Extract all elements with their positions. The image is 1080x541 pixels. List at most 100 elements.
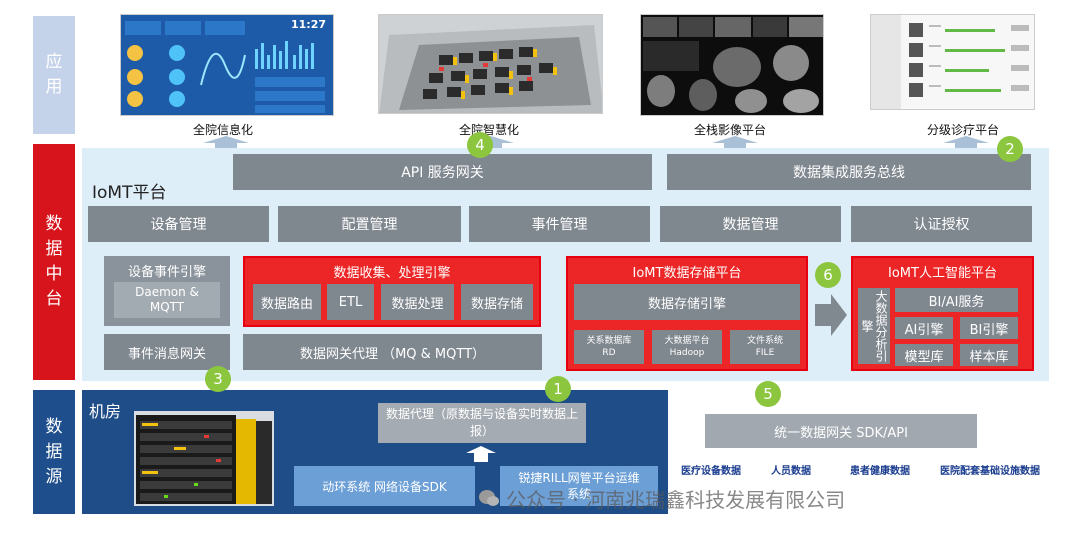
unified-gateway-box: 统一数据网关 SDK/API — [705, 414, 977, 448]
sample-library-label: 样本库 — [969, 349, 1009, 365]
rill-platform-label: 锐捷RILL网管平台运维 — [518, 471, 640, 485]
app-label-imaging: 全栈影像平台 — [693, 123, 766, 137]
event-message-gateway: 事件消息网关 — [104, 334, 230, 370]
rill-platform-label-2: 系统 — [566, 487, 591, 501]
up-arrow-4 — [943, 136, 989, 150]
mgmt-config: 配置管理 — [278, 206, 461, 242]
data-source-patient-label: 患者健康数据 — [850, 466, 910, 477]
small-up-arrow-icon — [466, 446, 496, 462]
imaging-graphic — [641, 15, 823, 115]
up-arrow-1 — [203, 136, 249, 150]
storage-file-l2: FILE — [755, 348, 775, 358]
storage-platform-title: IoMT数据存储平台 — [632, 266, 742, 281]
data-collect-title: 数据收集、处理引擎 — [333, 266, 451, 281]
tiered-care-graphic — [871, 15, 1034, 109]
up-arrow-3 — [712, 136, 758, 150]
storage-rd: 关系数据库 RD — [574, 330, 644, 364]
ai-platform-title: IoMT人工智能平台 — [888, 266, 997, 281]
imaging-thumbnail — [640, 14, 824, 116]
wechat-icon — [479, 490, 499, 506]
big-data-engine-box: 大数据分析引擎 — [858, 288, 890, 364]
mgmt-event-label: 事件管理 — [531, 217, 588, 233]
storage-file: 文件系统 FILE — [730, 330, 800, 364]
device-event-engine: 设备事件引擎 Daemon & MQTT — [104, 256, 230, 326]
band-label-source: 数据源 — [33, 390, 75, 514]
mgmt-config-label: 配置管理 — [341, 217, 398, 233]
collect-processing-label: 数据处理 — [391, 296, 444, 312]
bi-ai-service: BI/AI服务 — [895, 288, 1018, 312]
event-message-gateway-label: 事件消息网关 — [127, 346, 206, 362]
ai-engine: AI引擎 — [895, 317, 953, 339]
data-bus-box: 数据集成服务总线 — [667, 154, 1031, 190]
mgmt-data: 数据管理 — [660, 206, 841, 242]
datacenter-3d-thumbnail — [378, 14, 603, 114]
app-label-hospital-info: 全院信息化 — [192, 123, 253, 137]
storage-file-l1: 文件系统 — [746, 336, 783, 346]
iomt-ai-platform: IoMT人工智能平台 大数据分析引擎 BI/AI服务 AI引擎 BI引擎 模型库… — [851, 256, 1034, 371]
data-proxy-box: 数据代理（原数据与设备实时数据上报） — [378, 403, 586, 443]
machine-room-title: 机房 — [89, 402, 122, 421]
tiered-care-thumbnail — [870, 14, 1035, 110]
env-sdk-box: 动环系统 网络设备SDK — [294, 466, 475, 506]
storage-engine-label: 数据存储引擎 — [647, 296, 726, 312]
ai-engine-label: AI引擎 — [904, 322, 944, 338]
storage-hadoop-l2: Hadoop — [669, 348, 705, 358]
badge-3: 3 — [205, 366, 231, 392]
model-library: 模型库 — [895, 344, 953, 366]
bi-engine: BI引擎 — [960, 317, 1018, 339]
mgmt-event: 事件管理 — [469, 206, 650, 242]
watermark: 公众号 · 河南兆瑞鑫科技发展有限公司 — [478, 482, 1048, 514]
collect-storage: 数据存储 — [461, 284, 533, 320]
band-label-platform: 数据中台 — [33, 144, 75, 380]
data-source-personnel-label: 人员数据 — [771, 466, 811, 477]
server-rack-image — [134, 411, 274, 506]
data-collect-engine: 数据收集、处理引擎 数据路由 ETL 数据处理 数据存储 — [243, 256, 541, 327]
bi-engine-label: BI引擎 — [969, 322, 1009, 338]
device-event-engine-title: 设备事件引擎 — [127, 265, 206, 280]
model-library-label: 模型库 — [904, 349, 944, 365]
badge-4: 4 — [467, 132, 493, 158]
iomt-storage-platform: IoMT数据存储平台 数据存储引擎 关系数据库 RD 大数据平台 Hadoop … — [566, 256, 808, 371]
mgmt-device-label: 设备管理 — [150, 217, 207, 233]
data-source-infrastructure: 医院配套基础设施数据 — [922, 460, 1050, 477]
badge-6: 6 — [815, 262, 841, 288]
band-label-source-text: 数据源 — [45, 416, 63, 487]
collect-processing: 数据处理 — [381, 284, 454, 320]
data-source-infrastructure-label: 医院配套基础设施数据 — [940, 466, 1040, 477]
storage-engine-box: 数据存储引擎 — [574, 284, 800, 320]
data-source-personnel: 人员数据 — [753, 460, 821, 477]
datacenter-3d-graphic — [379, 15, 602, 113]
band-label-app-text: 应用 — [45, 52, 63, 97]
badge-5: 5 — [755, 381, 781, 407]
iomt-platform-title: IoMT平台 — [92, 183, 167, 203]
big-data-engine-label: 大数据分析引擎 — [860, 290, 888, 362]
mgmt-auth: 认证授权 — [851, 206, 1032, 242]
badge-2: 2 — [997, 136, 1023, 162]
data-bus-label: 数据集成服务总线 — [793, 165, 905, 181]
badge-1: 1 — [545, 376, 571, 402]
sample-library: 样本库 — [960, 344, 1018, 366]
data-source-patient: 患者健康数据 — [832, 460, 920, 477]
watermark-text: 公众号 · 河南兆瑞鑫科技发展有限公司 — [506, 487, 846, 512]
mgmt-device: 设备管理 — [88, 206, 269, 242]
data-gateway-proxy: 数据网关代理 （MQ & MQTT） — [243, 334, 542, 370]
daemon-mqtt-box: Daemon & MQTT — [114, 282, 220, 318]
api-gateway-label: API 服务网关 — [401, 165, 484, 181]
collect-etl: ETL — [327, 284, 374, 320]
data-source-medical-label: 医疗设备数据 — [681, 466, 741, 477]
dashboard-graphic — [121, 15, 333, 115]
dashboard-clock: 11:27 — [291, 18, 327, 31]
band-label-app: 应用 — [33, 16, 75, 134]
api-gateway-box: API 服务网关 — [233, 154, 652, 190]
right-arrow-icon — [815, 294, 847, 336]
mgmt-data-label: 数据管理 — [722, 217, 779, 233]
rill-platform-box: 锐捷RILL网管平台运维 系统 — [500, 466, 658, 506]
data-proxy-label: 数据代理（原数据与设备实时数据上报） — [385, 407, 578, 438]
collect-etl-label: ETL — [338, 294, 363, 310]
env-sdk-label: 动环系统 网络设备SDK — [322, 479, 447, 494]
band-label-platform-text: 数据中台 — [45, 214, 63, 309]
collect-routing: 数据路由 — [253, 284, 321, 320]
mgmt-auth-label: 认证授权 — [913, 217, 970, 233]
storage-rd-l2: RD — [602, 348, 616, 358]
data-gateway-proxy-label: 数据网关代理 （MQ & MQTT） — [299, 346, 486, 362]
